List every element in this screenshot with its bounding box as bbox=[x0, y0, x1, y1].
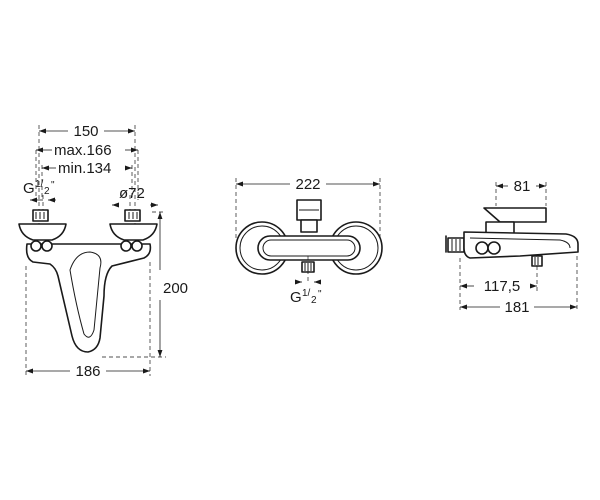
front-view: 150 max.166 min.134 G 1/ 2 " ø72 bbox=[18, 123, 188, 380]
side-eccentric bbox=[487, 241, 501, 255]
svg-text:": " bbox=[51, 180, 55, 191]
svg-text:1/: 1/ bbox=[35, 179, 44, 190]
right-eccentric bbox=[120, 240, 132, 252]
right-escutcheon bbox=[109, 223, 158, 241]
lever-stem bbox=[300, 219, 318, 233]
svg-text:1/: 1/ bbox=[302, 288, 311, 299]
mixer-body-top bbox=[257, 235, 361, 261]
diameter-label: ø72 bbox=[119, 185, 145, 202]
top-view: 222 G 1/ 2 " bbox=[235, 176, 383, 306]
dim-min-label: min.134 bbox=[58, 160, 111, 177]
dim-181-label: 181 bbox=[504, 299, 529, 316]
mixer-body bbox=[25, 243, 152, 353]
dim-117-label: 117,5 bbox=[484, 278, 520, 295]
left-eccentric bbox=[30, 240, 42, 252]
svg-text:G: G bbox=[290, 289, 302, 306]
dim-81-label: 81 bbox=[514, 178, 531, 195]
lever-handle bbox=[69, 251, 102, 338]
svg-text:G: G bbox=[23, 180, 35, 197]
dim-150-label: 150 bbox=[73, 123, 98, 140]
lever-side bbox=[483, 207, 547, 223]
left-eccentric bbox=[41, 240, 53, 252]
svg-text:2: 2 bbox=[44, 186, 50, 197]
left-escutcheon bbox=[18, 223, 67, 241]
dim-200-label: 200 bbox=[163, 280, 188, 297]
dim-186-label: 186 bbox=[75, 363, 100, 380]
dim-max-label: max.166 bbox=[54, 142, 112, 159]
svg-text:": " bbox=[318, 289, 322, 300]
right-eccentric bbox=[131, 240, 143, 252]
thread-label-front: G 1/ 2 " bbox=[23, 179, 55, 197]
thread-label-top: G 1/ 2 " bbox=[290, 288, 322, 306]
side-view: 81 117,5 181 bbox=[445, 178, 579, 316]
svg-text:2: 2 bbox=[311, 295, 317, 306]
spout-outlet bbox=[531, 255, 543, 267]
side-eccentric bbox=[475, 241, 489, 255]
dim-222-label: 222 bbox=[295, 176, 320, 193]
